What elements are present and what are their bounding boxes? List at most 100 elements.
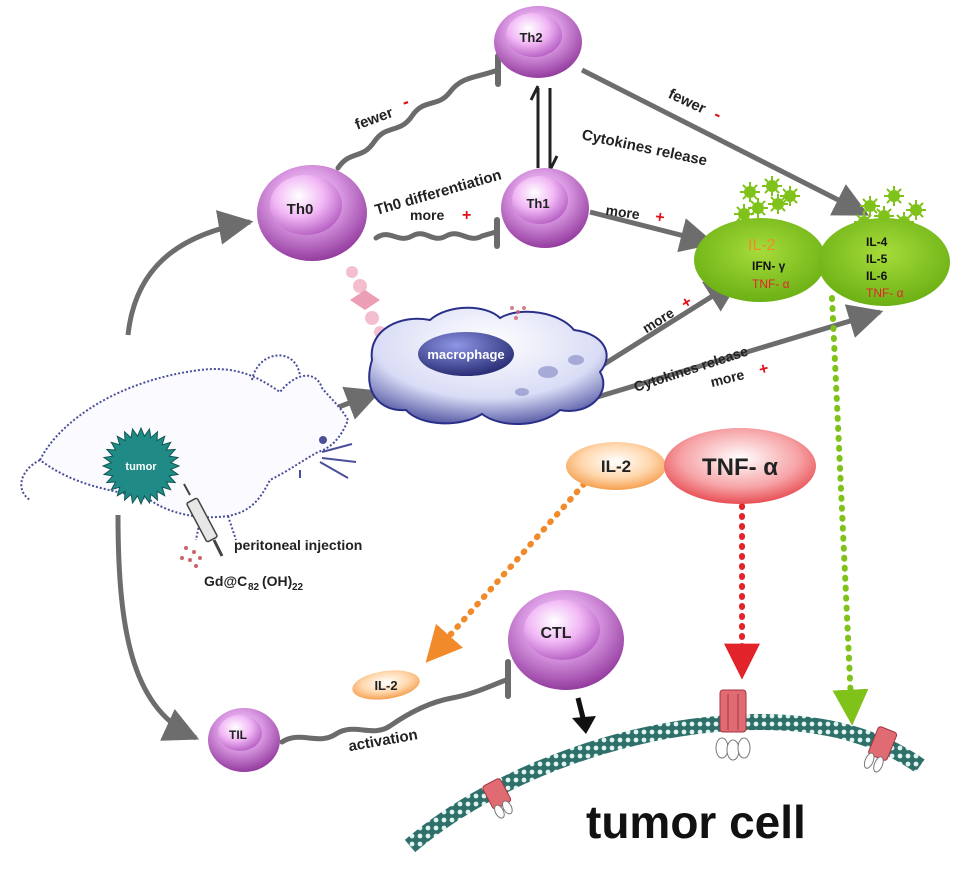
- cytokine-il4: IL-4: [866, 235, 888, 249]
- macrophage-cell: macrophage: [368, 306, 608, 425]
- cytokine-particle-spike: [775, 189, 780, 194]
- cytokine-particle-spike: [867, 214, 872, 219]
- th2-to-il4-arrow: [580, 67, 870, 217]
- compound-sub1: 82: [248, 582, 260, 593]
- cytokine-particle-spike: [907, 214, 912, 219]
- cytokine-particle-spike: [873, 198, 878, 203]
- cytokine-particle-spike: [886, 199, 891, 204]
- more-th1-out-label: more +: [605, 202, 666, 227]
- cytokine-particle-spike: [761, 200, 766, 205]
- cytokine-particle-spike: [896, 214, 901, 219]
- cytokine-particle-spike: [886, 188, 891, 193]
- fewer-right-text: fewer: [666, 85, 709, 117]
- cytokine-particle-spike: [764, 189, 769, 194]
- cytokine-particle-spike: [919, 202, 924, 207]
- th1-cytokine-group: IL-2 IFN- γ TNF- α: [694, 218, 826, 302]
- syringe-icon: [183, 483, 224, 557]
- cytokine-particle-spike: [753, 184, 758, 189]
- cytokine-particle-spike: [793, 199, 798, 204]
- fewer-th2-sign: -: [399, 91, 411, 112]
- more-mac-2-sign: +: [757, 360, 770, 379]
- cytokine-ifn: IFN- γ: [752, 259, 786, 273]
- compound-mid: (OH): [262, 573, 292, 589]
- macrophage-label: macrophage: [427, 347, 504, 362]
- cytokine-particle-spike: [897, 188, 902, 193]
- th1-to-il2-arrow: [589, 209, 716, 253]
- cytokine-particle: [910, 204, 922, 216]
- more-mac-1-label: more +: [639, 293, 695, 336]
- cytokine-particle-spike: [782, 199, 787, 204]
- cytokine-tnf-2: TNF- α: [866, 286, 904, 300]
- th1-th2-equilibrium-arrows: [529, 85, 559, 171]
- cytokine-tnf-1: TNF- α: [752, 277, 790, 291]
- cytokine-particle: [864, 200, 876, 212]
- fewer-right-sign: -: [711, 104, 725, 125]
- th2-cytokine-group: IL-4 IL-5 IL-6 TNF- α: [818, 218, 950, 306]
- cytokine-particle-spike: [873, 209, 878, 214]
- cytokine-particle-spike: [781, 207, 786, 212]
- tumor-to-til-arrow: [115, 514, 200, 741]
- tnf-pill-label: TNF- α: [702, 454, 778, 481]
- more-th1-out-text: more: [605, 202, 641, 223]
- grey-arrows: [115, 67, 884, 741]
- cytokine-particle: [744, 186, 756, 198]
- cytokine-particles-left: [734, 176, 800, 224]
- cytokine-particle-spike: [747, 206, 752, 211]
- cytokine-particle-spike: [887, 208, 892, 213]
- cytokine-particle-spike: [750, 200, 755, 205]
- til-to-ctl-wave: [279, 677, 509, 745]
- compound-sub2: 22: [292, 582, 304, 593]
- more-th1-text: more: [410, 207, 444, 223]
- compound-label: Gd@C 82 (OH) 22: [204, 573, 304, 593]
- wavy-inhibition-lines: [279, 53, 511, 745]
- cytokines-release-top: Cytokines release: [580, 126, 708, 169]
- nanoparticle-cluster-icon: [180, 546, 202, 568]
- il2-to-til-dotted-arrow: [425, 481, 587, 663]
- receptor-3: [863, 726, 898, 773]
- th2-cell: Th2: [494, 6, 582, 78]
- cytokine-il2: IL-2: [748, 237, 776, 254]
- il2-pill: IL-2: [566, 442, 666, 490]
- more-mac-2-text: more: [709, 366, 746, 390]
- th0-to-th1-wave: [373, 229, 499, 241]
- cytokine-particle-spike: [753, 195, 758, 200]
- th2-label: Th2: [519, 30, 542, 45]
- cytokine-particle-spike: [897, 199, 902, 204]
- mouse-illustration: [20, 354, 357, 541]
- ctl-cell: CTL: [508, 590, 624, 690]
- cytokine-particle: [772, 198, 784, 210]
- receptor-2: [715, 689, 751, 761]
- cytokine-particle: [738, 208, 750, 220]
- cytokine-il6: IL-6: [866, 269, 888, 283]
- til-label: TIL: [229, 728, 247, 742]
- tumor-node: tumor: [101, 426, 181, 506]
- th0-cell: Th0: [257, 165, 367, 261]
- cytokine-particle-spike: [782, 188, 787, 193]
- il4-group-to-receptor-dotted-arrow: [829, 295, 869, 726]
- th1-label: Th1: [526, 196, 549, 211]
- cytokine-particle-spike: [793, 188, 798, 193]
- cytokine-particle: [784, 190, 796, 202]
- th1-cell: Th1: [501, 168, 589, 248]
- cytokine-particle-spike: [761, 211, 766, 216]
- cytokine-particle: [752, 202, 764, 214]
- cytokine-il5: IL-5: [866, 252, 888, 266]
- macrophage-to-il2-arrow: [596, 277, 741, 371]
- ctl-label: CTL: [540, 625, 571, 642]
- cytokine-particle-spike: [919, 213, 924, 218]
- more-th1-out-sign: +: [654, 209, 666, 227]
- il2-small-pill: IL-2: [352, 670, 420, 700]
- cytokine-particle-spike: [736, 206, 741, 211]
- th0-macrophage-connector: [346, 266, 386, 338]
- cytokine-particle-spike: [908, 202, 913, 207]
- tumor-cell-label: tumor cell: [586, 796, 806, 848]
- th0-label: Th0: [287, 201, 314, 218]
- cytokine-particle-spike: [764, 178, 769, 183]
- cytokine-particle-spike: [876, 208, 881, 213]
- cytokine-particle-spike: [862, 198, 867, 203]
- mouse-to-th0-arrow: [125, 210, 254, 336]
- cytokine-particle-spike: [770, 207, 775, 212]
- more-th1-sign: +: [462, 207, 471, 224]
- cytokine-particle-spike: [742, 195, 747, 200]
